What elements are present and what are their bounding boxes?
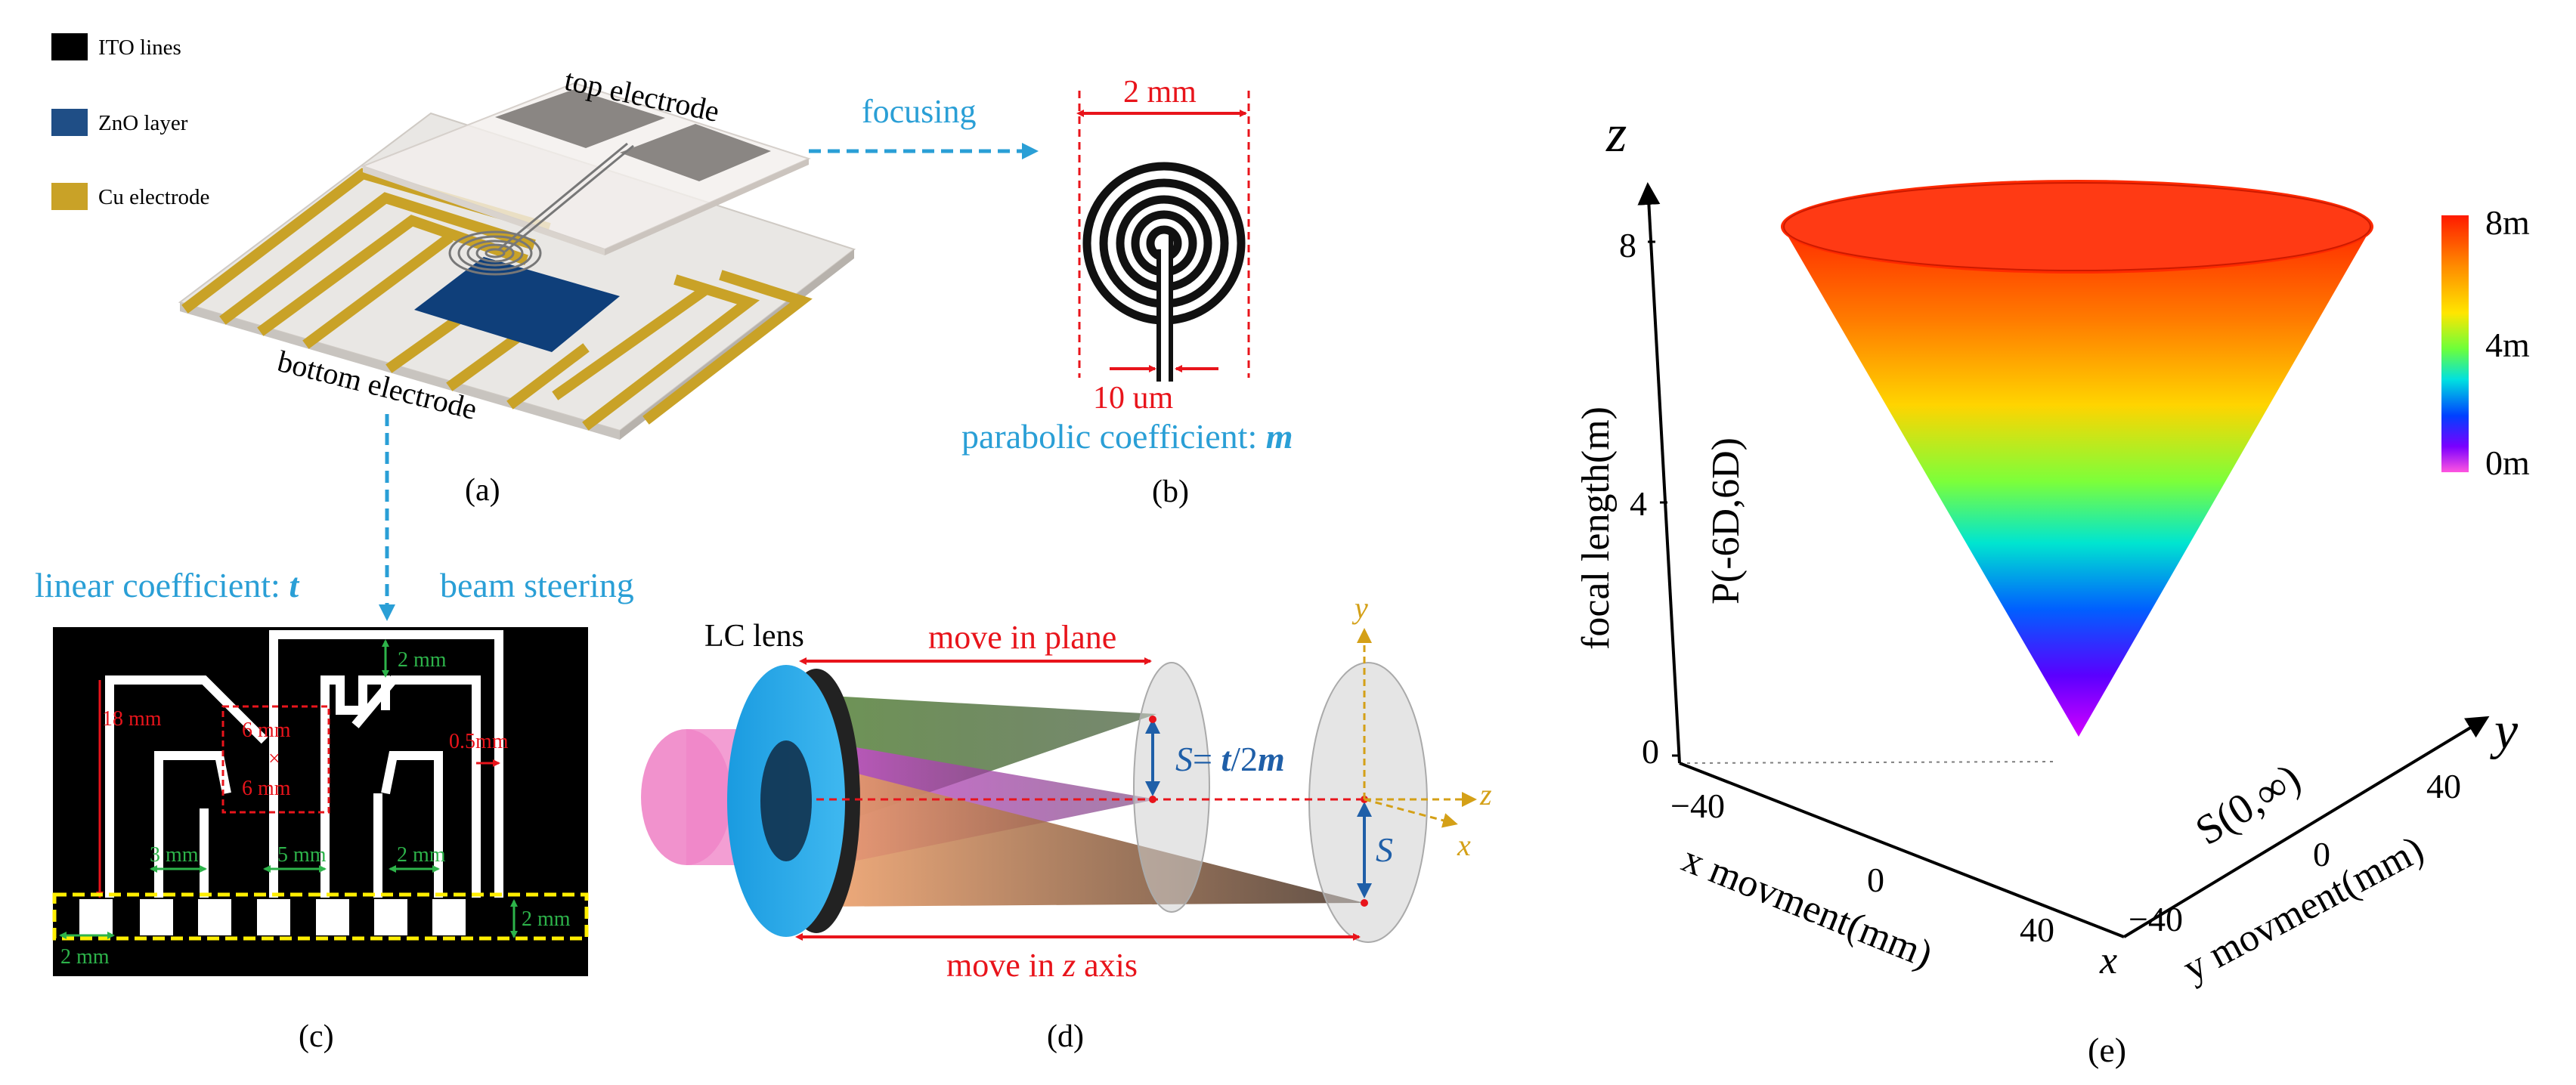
y-axis bbox=[2122, 716, 2490, 938]
width-label: 2 mm bbox=[1123, 75, 1197, 110]
z-axis bbox=[1637, 182, 1681, 764]
z-tick-8: 8 bbox=[1619, 226, 1636, 264]
legend-swatch-zno bbox=[51, 109, 88, 136]
legend-swatch-ito bbox=[51, 33, 88, 60]
focusing-label: focusing bbox=[862, 93, 977, 130]
lc-lens-label: LC lens bbox=[704, 619, 804, 654]
x-tick-0: 0 bbox=[1867, 861, 1884, 899]
focusing-annotation: focusing bbox=[809, 93, 1039, 159]
s-equation: S= t/2m bbox=[1175, 740, 1285, 778]
z-tick-4: 4 bbox=[1630, 484, 1647, 523]
panel-d-optics: LC lens move in plane move in z axis S= … bbox=[641, 591, 1492, 1054]
steering-annotation: linear coefficient: t beam steering bbox=[35, 414, 634, 621]
legend-label-cu: Cu electrode bbox=[98, 185, 209, 209]
focal-cone bbox=[1782, 227, 2372, 737]
x-tick-40: 40 bbox=[2020, 910, 2054, 949]
dim-18mm: 18 mm bbox=[102, 707, 162, 731]
axis-z-label: z bbox=[1479, 777, 1492, 811]
move-in-z-label: move in z axis bbox=[946, 947, 1138, 984]
z-tick-0: 0 bbox=[1642, 732, 1659, 771]
top-pad-left bbox=[495, 89, 665, 148]
move-in-plane-label: move in plane bbox=[928, 619, 1116, 656]
x-title: x movment(mm) bbox=[1677, 837, 1939, 976]
dim-2mm-bottom: 2 mm bbox=[60, 945, 110, 969]
beam-orange bbox=[816, 763, 1364, 907]
dim-5mm: 5 mm bbox=[277, 843, 327, 867]
top-substrate-side bbox=[605, 159, 809, 255]
colorbar-tick-4m: 4m bbox=[2485, 326, 2530, 364]
panel-b-caption: (b) bbox=[1152, 474, 1189, 509]
legend-swatch-cu bbox=[51, 183, 88, 210]
dim-3mm: 3 mm bbox=[150, 843, 199, 867]
panel-c-layout: 6 mm × 6 mm 18 mm 2 mm 0.5mm 3 mm 5 mm 2… bbox=[52, 627, 589, 1054]
s-infinity-label: S(0,∞) bbox=[2187, 755, 2308, 855]
z-title: focal length(m) bbox=[1574, 406, 1618, 650]
y-axis-label: y bbox=[2490, 702, 2519, 760]
lc-lens-inner bbox=[760, 740, 812, 861]
center-zone bbox=[221, 705, 330, 814]
p-label: P(-6D,6D) bbox=[1704, 437, 1748, 604]
bottom-substrate-edge bbox=[180, 302, 620, 440]
panel-c-caption: (c) bbox=[299, 1019, 334, 1054]
pads bbox=[79, 899, 466, 935]
center-height: 6 mm bbox=[242, 777, 291, 800]
z-axis-label: z bbox=[1605, 105, 1627, 163]
panel-b-spiral: 2 mm 10 um parabolic coefficient: m (b) bbox=[961, 75, 1293, 509]
pad-region bbox=[52, 892, 589, 941]
colorbar-tick-8m: 8m bbox=[2485, 203, 2530, 242]
center-times: × bbox=[268, 747, 280, 771]
focal-plane-1 bbox=[1133, 662, 1210, 913]
legend: ITO lines ZnO layer Cu electrode bbox=[51, 33, 209, 210]
legend-label-ito: ITO lines bbox=[98, 36, 181, 60]
panel-e-caption: (e) bbox=[2088, 1031, 2126, 1069]
x-axis bbox=[1679, 762, 2125, 938]
colorbar-tick-0m: 0m bbox=[2485, 444, 2530, 482]
focal-plane-2 bbox=[1308, 662, 1428, 943]
axis-x-gold bbox=[1364, 798, 1458, 828]
top-substrate-edge bbox=[363, 166, 605, 255]
y-tick-minus40: −40 bbox=[2129, 900, 2183, 938]
linear-coefficient-label: linear coefficient: t bbox=[35, 566, 299, 604]
s-label: S bbox=[1376, 830, 1393, 869]
panel-a-caption: (a) bbox=[465, 473, 500, 508]
y-tick-40: 40 bbox=[2426, 767, 2461, 805]
dim-2mm-top: 2 mm bbox=[398, 648, 447, 672]
x-axis-label: x bbox=[2099, 939, 2117, 982]
axis-y-label: y bbox=[1351, 591, 1368, 625]
y-tick-0: 0 bbox=[2313, 835, 2330, 873]
beam-steering-label: beam steering bbox=[440, 566, 634, 604]
dim-2mm-right: 2 mm bbox=[522, 907, 571, 931]
panel-e-plot: 8 4 0 z focal length(m) P(-6D,6D) −40 0 … bbox=[1574, 105, 2530, 1069]
parabolic-coefficient-label: parabolic coefficient: m bbox=[961, 417, 1293, 456]
axis-x-label: x bbox=[1457, 828, 1471, 862]
legend-label-zno: ZnO layer bbox=[98, 111, 188, 135]
dim-0.5mm: 0.5mm bbox=[449, 730, 509, 753]
colorbar bbox=[2441, 215, 2469, 472]
zno-layer bbox=[414, 257, 620, 352]
x-axis-back bbox=[1679, 761, 2057, 764]
cone-top-inner bbox=[1783, 182, 2371, 271]
panel-d-caption: (d) bbox=[1047, 1019, 1084, 1054]
panel-a-device: top electrode bottom electrode (a) bbox=[178, 63, 856, 508]
top-pad-right bbox=[620, 124, 771, 181]
gap-label: 10 um bbox=[1093, 381, 1174, 416]
spiral-lens-3d bbox=[448, 142, 634, 276]
x-tick-minus40: −40 bbox=[1670, 787, 1725, 825]
center-width: 6 mm bbox=[242, 719, 291, 742]
dim-2mm-mid: 2 mm bbox=[397, 843, 446, 867]
